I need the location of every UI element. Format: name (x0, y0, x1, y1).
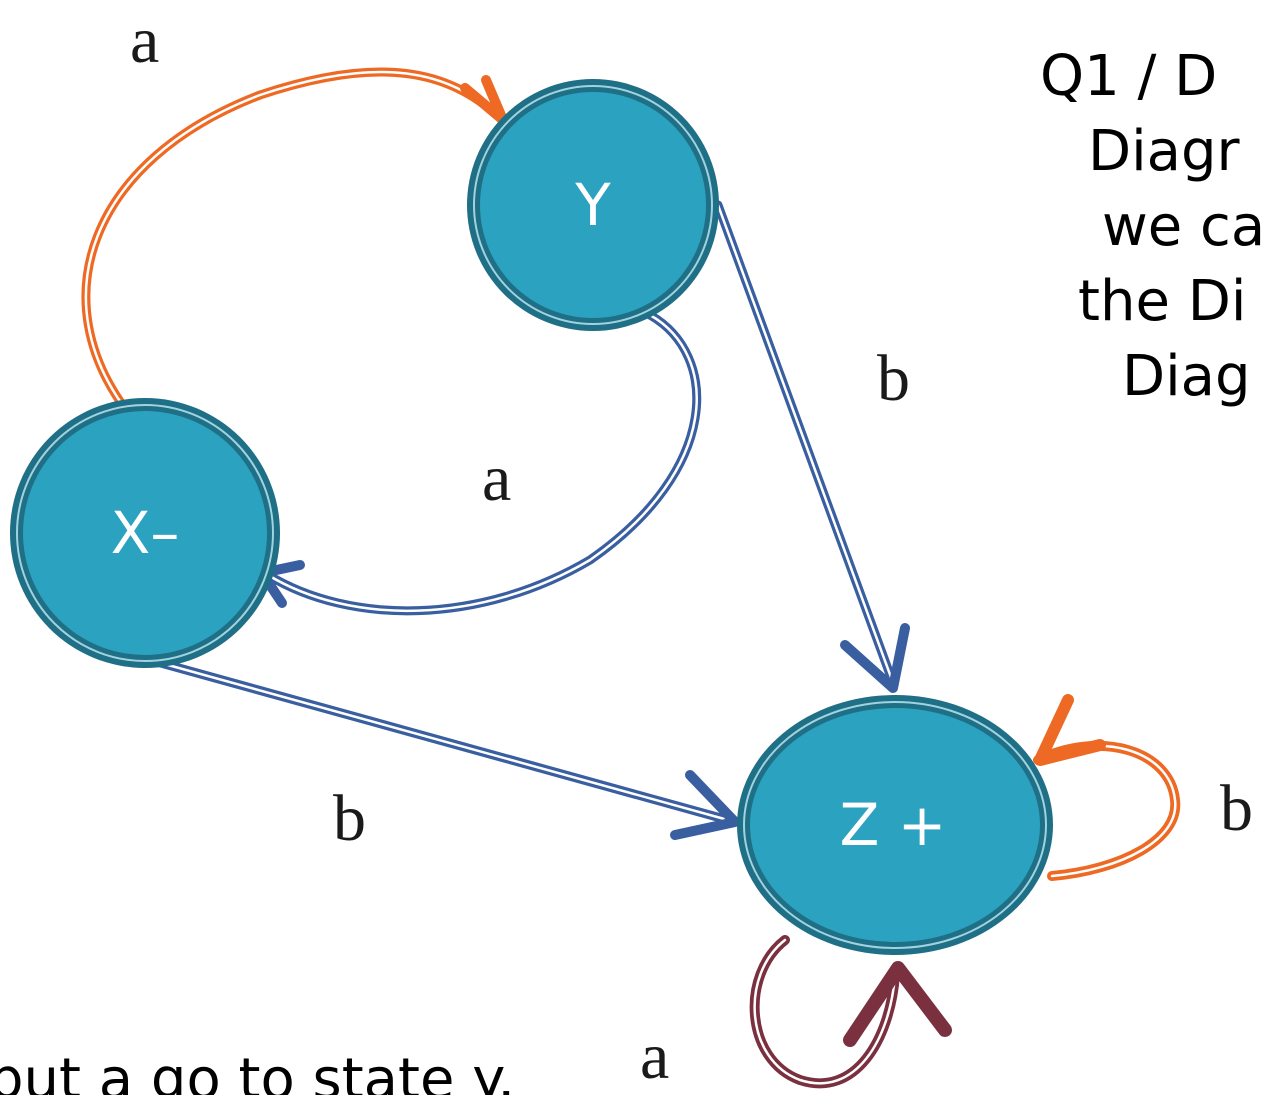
state-label-x: X– (111, 499, 180, 567)
bottom-text: put a go to state y. (0, 1047, 515, 1095)
label-y-to-x: a (482, 442, 511, 515)
state-x: X– (10, 398, 280, 668)
state-label-y: Y (574, 171, 611, 239)
label-x-to-z: b (333, 782, 366, 855)
side-text-line: we ca (1102, 194, 1265, 259)
state-label-z: Z + (840, 791, 947, 859)
label-x-to-y: a (130, 4, 159, 77)
edge-z-self-b (1033, 694, 1181, 881)
edge-z-self-a (749, 935, 952, 1089)
side-text-line: the Di (1078, 269, 1246, 334)
side-text-line: Q1 / D (1040, 44, 1217, 109)
state-y: Y (467, 79, 719, 331)
edge-y-to-x (257, 310, 702, 616)
edge-x-to-z (145, 655, 740, 840)
state-z: Z + (737, 695, 1053, 955)
arrowhead-icon (1034, 694, 1106, 766)
side-text-block: Q1 / D Diagr we ca the Di Diag (1040, 44, 1265, 409)
edge-y-to-z (713, 200, 910, 693)
arrowhead-icon (843, 961, 952, 1047)
arrowhead-icon (840, 623, 910, 693)
edge-x-to-y (81, 67, 508, 420)
arrowhead-icon (670, 770, 740, 840)
label-z-self-a: a (640, 1020, 669, 1093)
label-y-to-z: b (877, 342, 910, 415)
side-text-line: Diag (1122, 344, 1251, 409)
label-z-self-b: b (1220, 772, 1253, 845)
side-text-line: Diagr (1088, 119, 1241, 184)
